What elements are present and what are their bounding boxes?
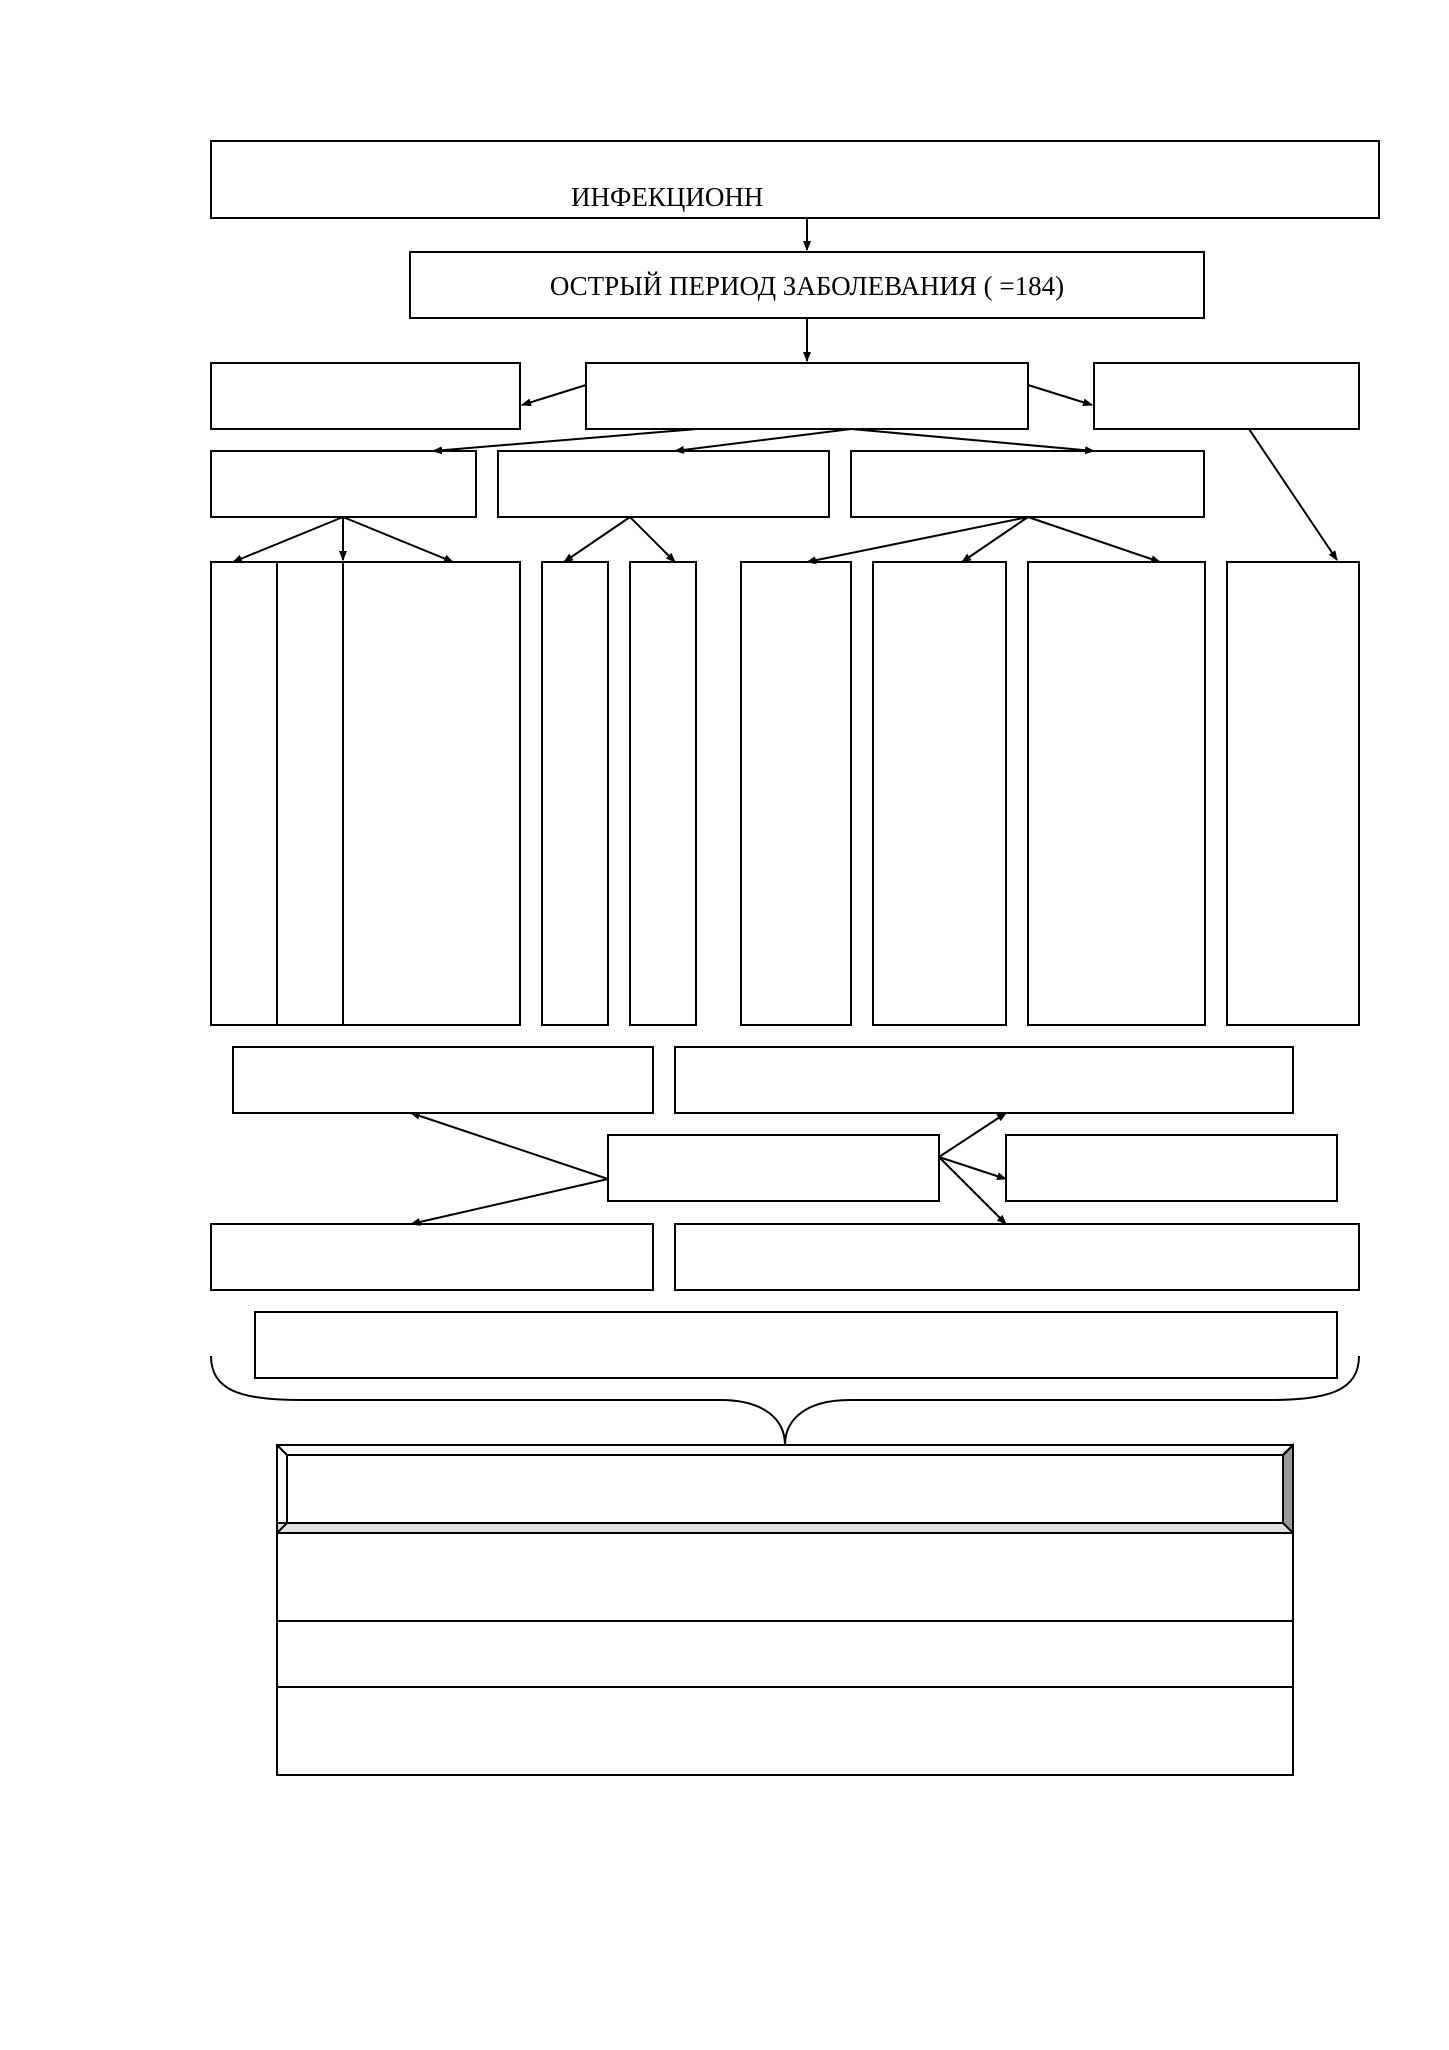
left-category-box	[210, 362, 521, 430]
bevel-frame-inner	[286, 1454, 1284, 1524]
arrow-central-to-left	[521, 384, 587, 407]
outcome-hub-box	[607, 1134, 940, 1202]
tall-column-7	[872, 561, 1007, 1026]
right-category-box	[1093, 362, 1360, 430]
arrow-subgroup-2-to-column-4	[563, 516, 631, 563]
arrow-subgroup-3-to-column-6	[806, 516, 1029, 565]
table-row-3	[276, 1686, 1294, 1776]
acute-period-label: ОСТРЫЙ ПЕРИОД ЗАБОЛЕВАНИЯ ( =184)	[550, 271, 1064, 301]
arrow-subgroup-1-to-column-1	[232, 516, 344, 563]
tall-column-2	[276, 561, 344, 1026]
tall-column-4	[541, 561, 609, 1026]
bevel-corner-tr	[1282, 1444, 1294, 1456]
subgroup-box-1	[210, 450, 477, 518]
arrow-hub-to-top-right	[938, 1112, 1007, 1158]
bevel-corner-tl	[276, 1444, 288, 1456]
arrow-subgroup-3-to-column-7	[961, 516, 1029, 563]
table-row-1	[276, 1532, 1294, 1622]
tall-column-8	[1027, 561, 1206, 1026]
tall-column-3	[342, 561, 521, 1026]
arrow-subgroup-1-to-column-3	[342, 516, 454, 563]
acute-period-box	[409, 251, 1205, 319]
arrow-hub-to-middle-right	[938, 1156, 1007, 1180]
arrow-hub-to-top-left	[410, 1112, 609, 1180]
arrow-right-to-column-9	[1248, 428, 1338, 561]
arrow-hub-to-bottom-left	[410, 1178, 609, 1226]
subgroup-box-2	[497, 450, 830, 518]
arrow-central-to-subgroup-2	[674, 428, 852, 454]
tall-column-9	[1226, 561, 1360, 1026]
arrow-central-to-subgroup-3	[850, 428, 1095, 455]
table-row-2	[276, 1620, 1294, 1688]
outcome-box-middle-right	[1005, 1134, 1338, 1202]
outcome-box-bottom-left	[210, 1223, 654, 1291]
summary-box	[254, 1311, 1338, 1379]
outcome-box-top-right	[674, 1046, 1294, 1114]
arrow-subgroup-2-to-column-5	[629, 516, 676, 563]
bevel-frame-bottom-edge	[276, 1522, 1294, 1534]
tall-column-6	[740, 561, 852, 1026]
outcome-box-bottom-right	[674, 1223, 1360, 1291]
arrow-subgroup-3-to-column-8	[1027, 516, 1161, 563]
subgroup-box-3	[850, 450, 1205, 518]
infectious-box-label: ИНФЕКЦИОНН	[571, 182, 763, 212]
tall-column-5	[629, 561, 697, 1026]
central-category-box	[585, 362, 1029, 430]
infectious-box	[210, 140, 1380, 219]
arrow-central-to-right	[1027, 384, 1093, 407]
tall-column-1	[210, 561, 278, 1026]
arrow-central-to-subgroup-1	[432, 428, 698, 455]
bevel-frame-right-edge	[1282, 1442, 1294, 1536]
bevel-corner-bl	[276, 1522, 288, 1534]
outcome-box-top-left	[232, 1046, 654, 1114]
arrow-hub-to-bottom-right	[938, 1156, 1007, 1225]
